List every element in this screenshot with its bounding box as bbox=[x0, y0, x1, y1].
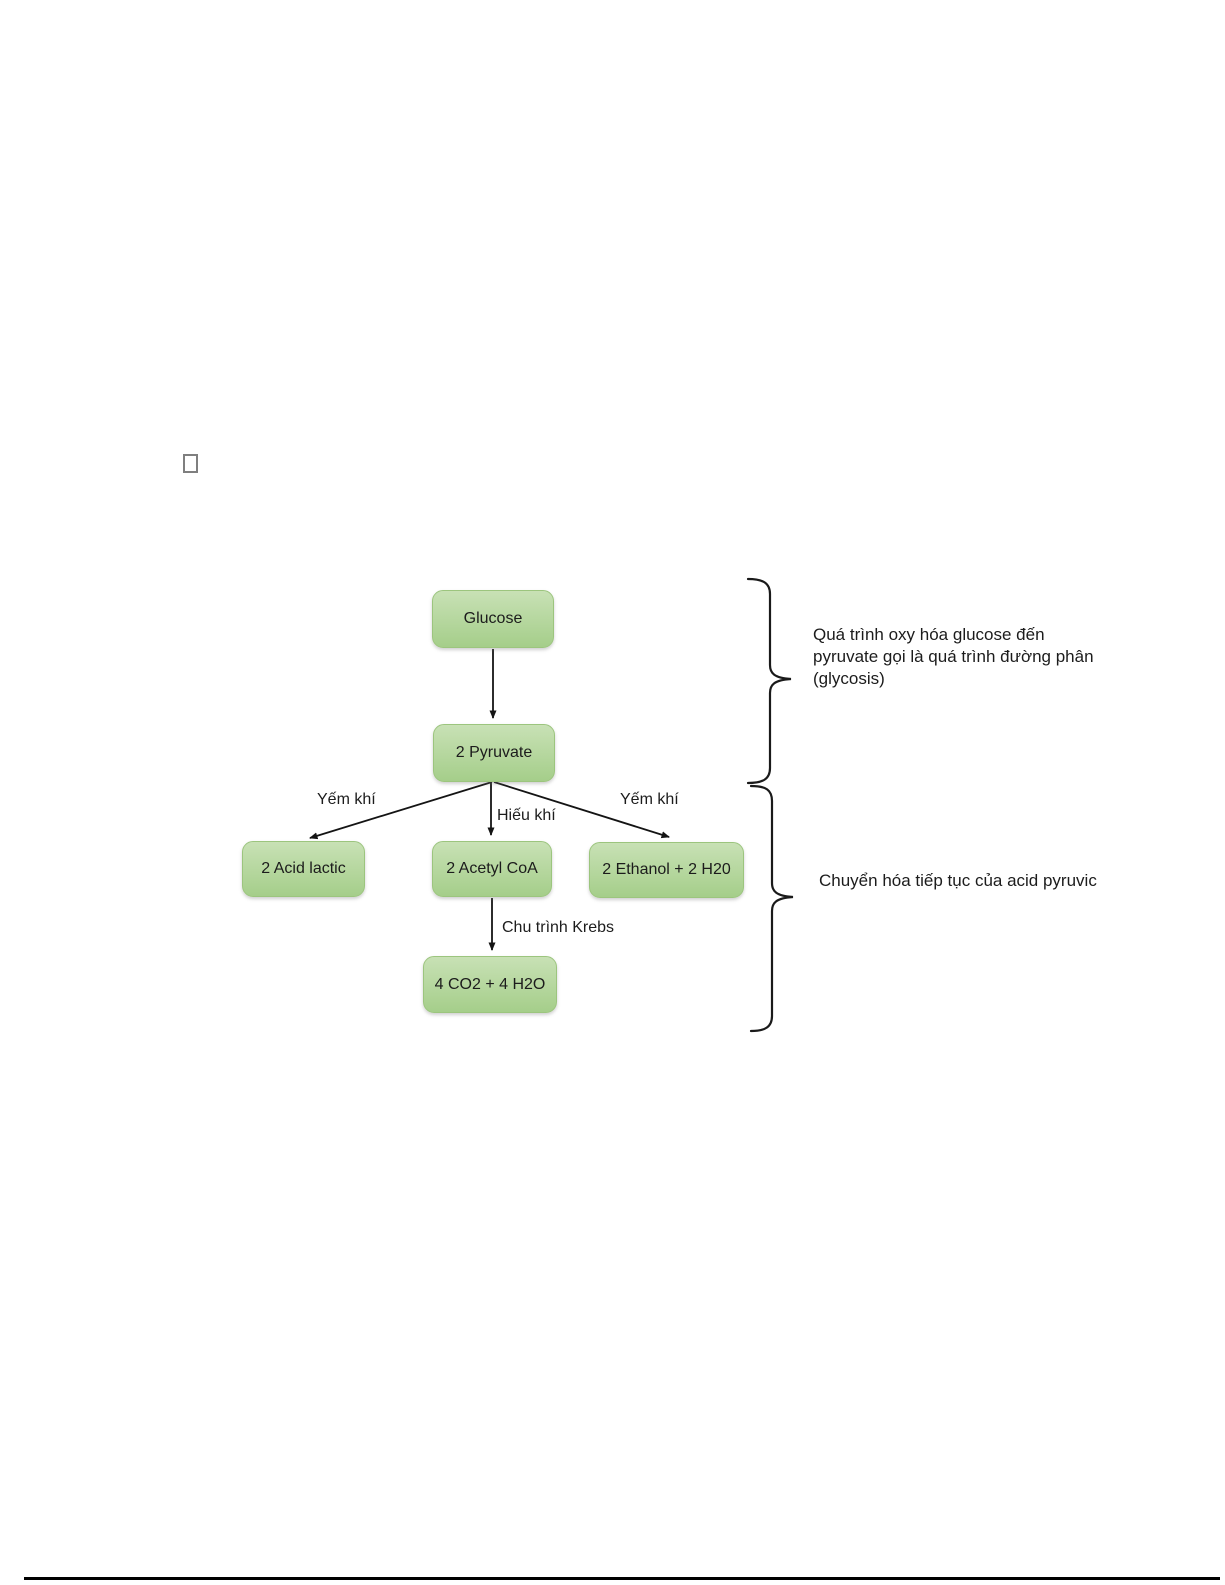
annotation-glycolysis: Quá trình oxy hóa glucose đến pyruvate g… bbox=[813, 624, 1094, 690]
node-pyruvate: 2 Pyruvate bbox=[433, 724, 555, 782]
brace-glycolysis bbox=[746, 577, 792, 785]
node-label: 2 Ethanol + 2 H20 bbox=[602, 861, 731, 878]
annotation-line: Quá trình oxy hóa glucose đến bbox=[813, 625, 1045, 644]
missing-glyph-box bbox=[183, 454, 198, 473]
node-label: 4 CO2 + 4 H2O bbox=[434, 975, 546, 993]
node-label: 2 Acid lactic bbox=[261, 860, 346, 877]
annotation-pyruvic: Chuyển hóa tiếp tục của acid pyruvic bbox=[819, 870, 1097, 892]
annotation-line: (glycosis) bbox=[813, 669, 885, 688]
node-label: Glucose bbox=[463, 610, 523, 627]
annotation-line: pyruvate gọi là quá trình đường phân bbox=[813, 647, 1094, 666]
node-ethanol: 2 Ethanol + 2 H20 bbox=[589, 842, 744, 898]
page-bottom-rule bbox=[24, 1577, 1220, 1580]
node-label: 2 Pyruvate bbox=[455, 744, 533, 761]
annotation-line: Chuyển hóa tiếp tục của acid pyruvic bbox=[819, 871, 1097, 890]
edge-label-chu-trinh-krebs: Chu trình Krebs bbox=[502, 919, 615, 936]
node-acid-lactic: 2 Acid lactic bbox=[242, 841, 365, 897]
brace-pyruvic bbox=[749, 784, 794, 1033]
edge-label-hieu-khi: Hiếu khí bbox=[497, 807, 556, 824]
node-label: 2 Acetyl CoA bbox=[446, 860, 538, 877]
node-co2-h2o: 4 CO2 + 4 H2O bbox=[423, 956, 557, 1013]
node-glucose: Glucose bbox=[432, 590, 554, 648]
edge-label-yem-khi-left: Yếm khí bbox=[317, 791, 376, 808]
edge-label-yem-khi-right: Yếm khí bbox=[620, 791, 679, 808]
node-acetyl-coa: 2 Acetyl CoA bbox=[432, 841, 552, 897]
